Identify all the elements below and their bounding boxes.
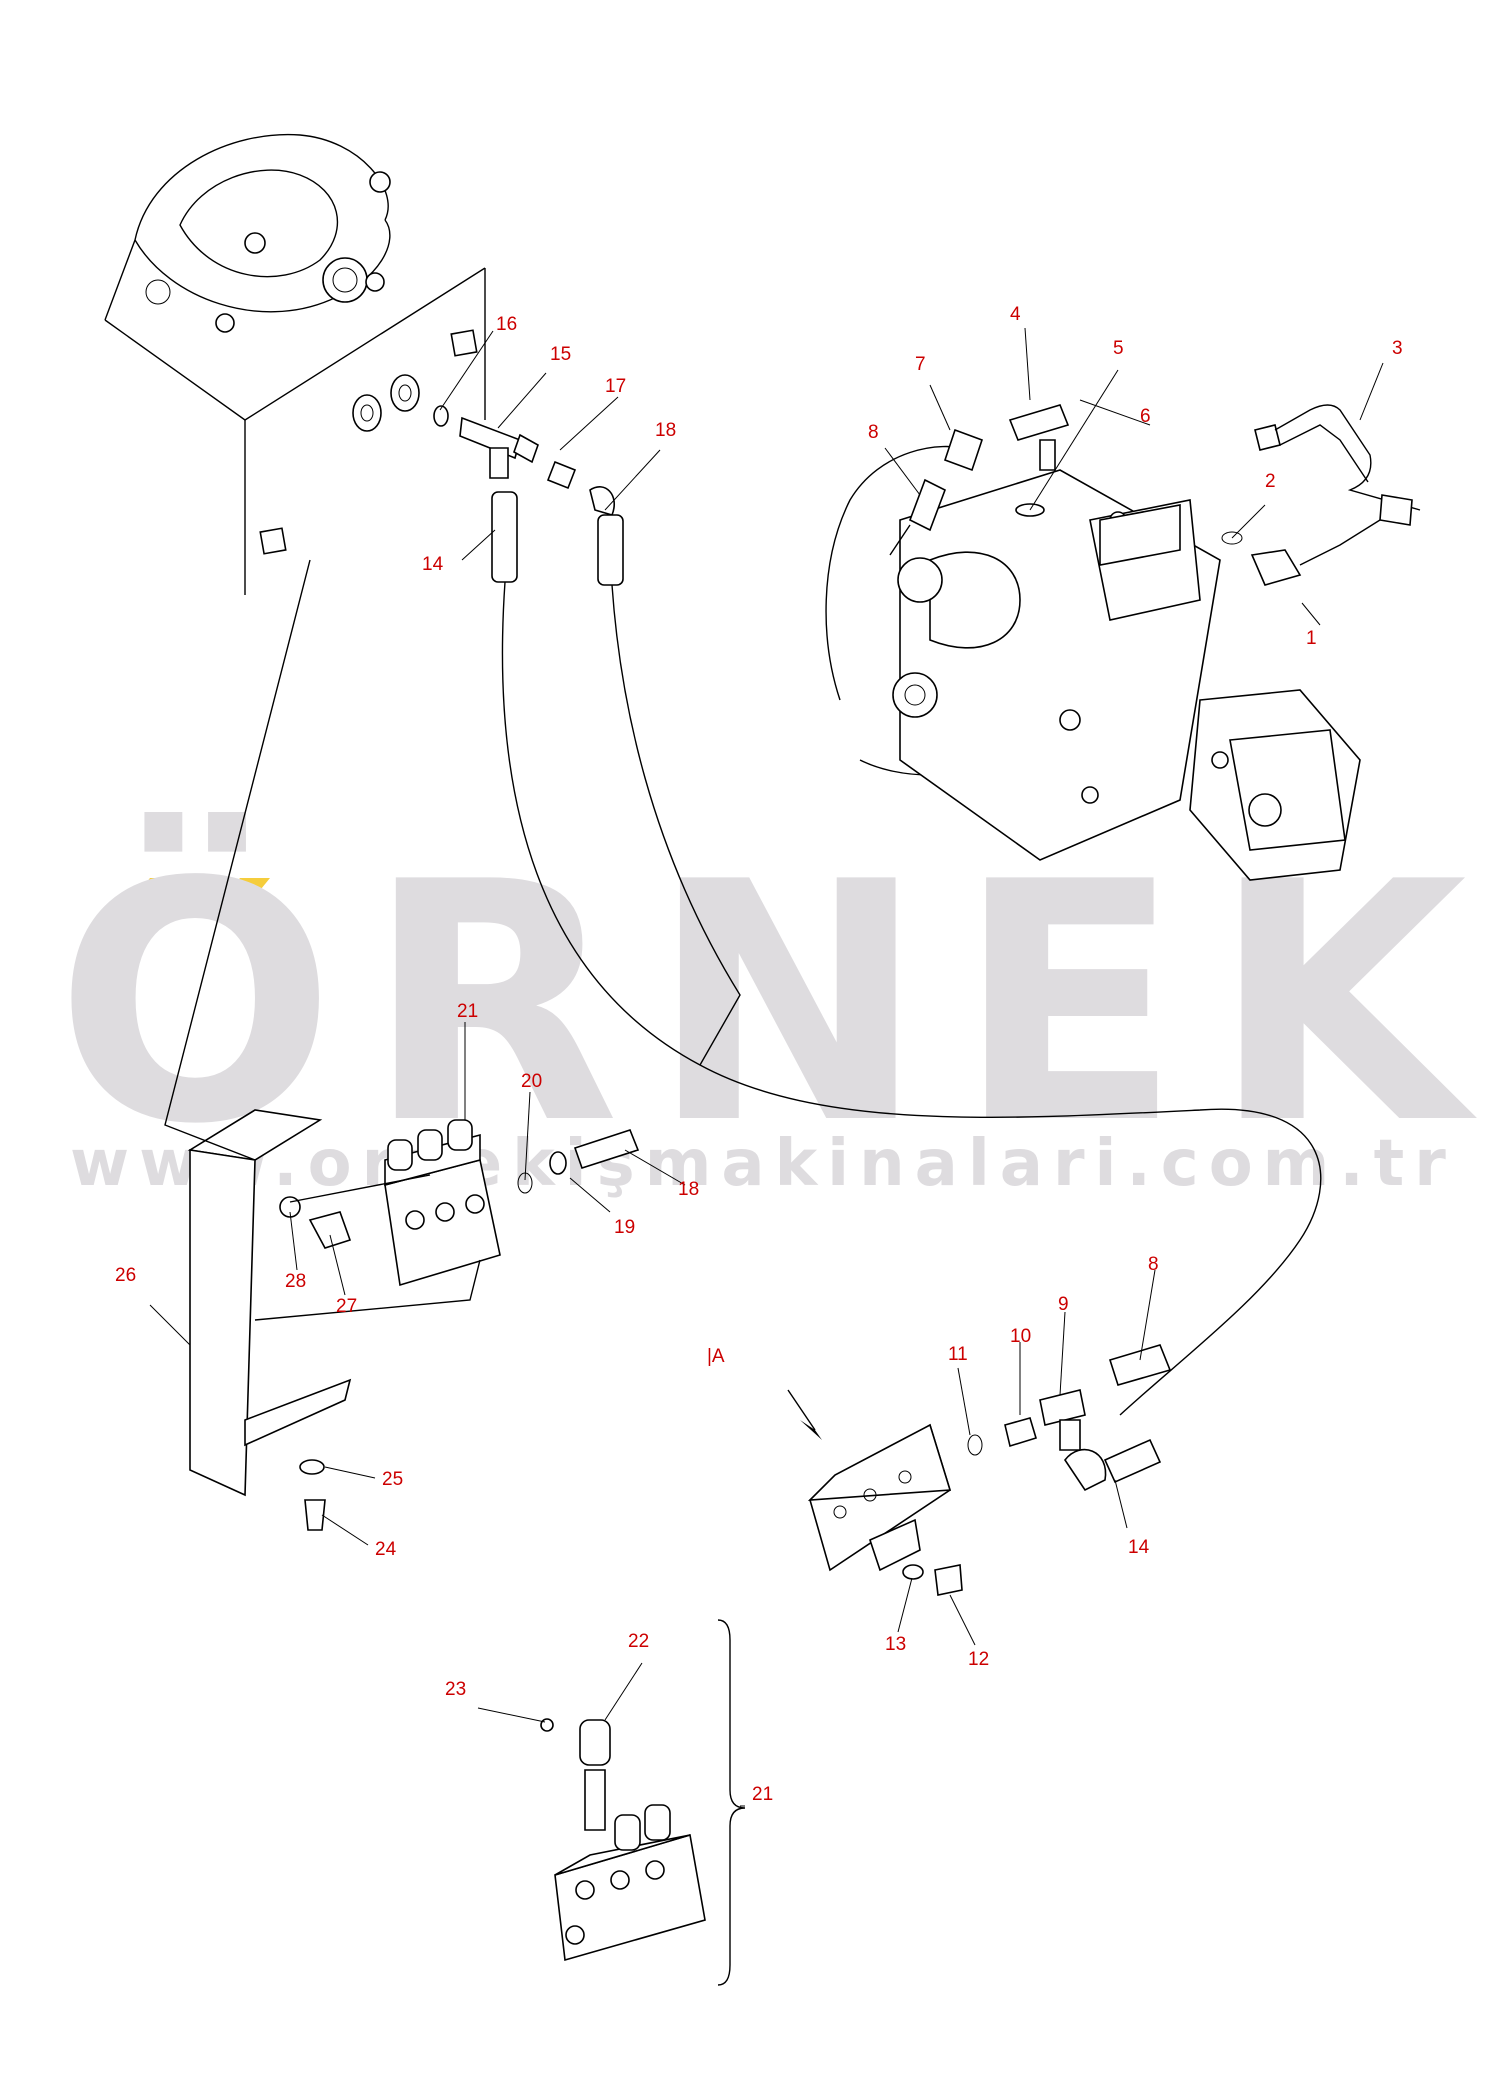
valve-assembly: [164, 559, 640, 1531]
callout-20: 20: [521, 1071, 542, 1092]
callout-19: 19: [614, 1217, 635, 1238]
hydraulic-tank: [104, 133, 486, 595]
callout-6: 6: [1140, 406, 1151, 427]
callout-3: 3: [1392, 338, 1403, 359]
callout-21-top: 21: [457, 1001, 478, 1022]
callout-18-mid: 18: [678, 1179, 699, 1200]
watermark-accent-right: [218, 878, 270, 905]
callout-8-top: 8: [868, 422, 879, 443]
callout-21-bracket: 21: [752, 1784, 773, 1805]
watermark: ÖRNEK www.ornekişmakinalari.com.tr: [55, 809, 1467, 1201]
callout-14-top: 14: [422, 554, 444, 575]
callout-5: 5: [1113, 338, 1124, 359]
pump-fittings: [889, 404, 1421, 586]
callout-4: 4: [1010, 304, 1021, 325]
callout-2: 2: [1265, 471, 1276, 492]
callout-14-bottom: 14: [1128, 1537, 1150, 1558]
callout-12: 12: [968, 1649, 989, 1670]
tank-fittings: [352, 374, 1322, 1416]
watermark-accent-left: [128, 878, 180, 905]
callout-13: 13: [885, 1634, 906, 1655]
callout-25: 25: [382, 1469, 403, 1490]
callout-23: 23: [445, 1679, 466, 1700]
watermark-url: www.ornekişmakinalari.com.tr: [70, 1127, 1456, 1201]
callout-28: 28: [285, 1271, 306, 1292]
leader-lines: [149, 327, 1384, 1807]
callout-7: 7: [915, 354, 926, 375]
callout-27: 27: [336, 1296, 357, 1317]
view-arrow: [800, 1420, 822, 1440]
callout-8-bottom: 8: [1148, 1254, 1159, 1275]
hydraulic-pump: [825, 445, 1361, 881]
callout-10: 10: [1010, 1326, 1031, 1347]
callout-22: 22: [628, 1631, 649, 1652]
detail-21-exploded: [540, 1619, 746, 1986]
callout-11: 11: [948, 1344, 968, 1365]
callout-18-top: 18: [655, 420, 676, 441]
callout-9: 9: [1058, 1294, 1069, 1315]
callout-17: 17: [605, 376, 626, 397]
callout-1: 1: [1306, 628, 1317, 649]
view-label-a: |A: [707, 1346, 725, 1367]
callout-24: 24: [375, 1539, 397, 1560]
callout-numbers: 1 2 3 4 5 6 7 8 14 15 16 17 18 18 19 20 …: [115, 304, 1403, 1805]
callout-26: 26: [115, 1265, 136, 1286]
callout-15: 15: [550, 344, 571, 365]
detail-a-block: [787, 1344, 1172, 1596]
callout-16: 16: [496, 314, 517, 335]
